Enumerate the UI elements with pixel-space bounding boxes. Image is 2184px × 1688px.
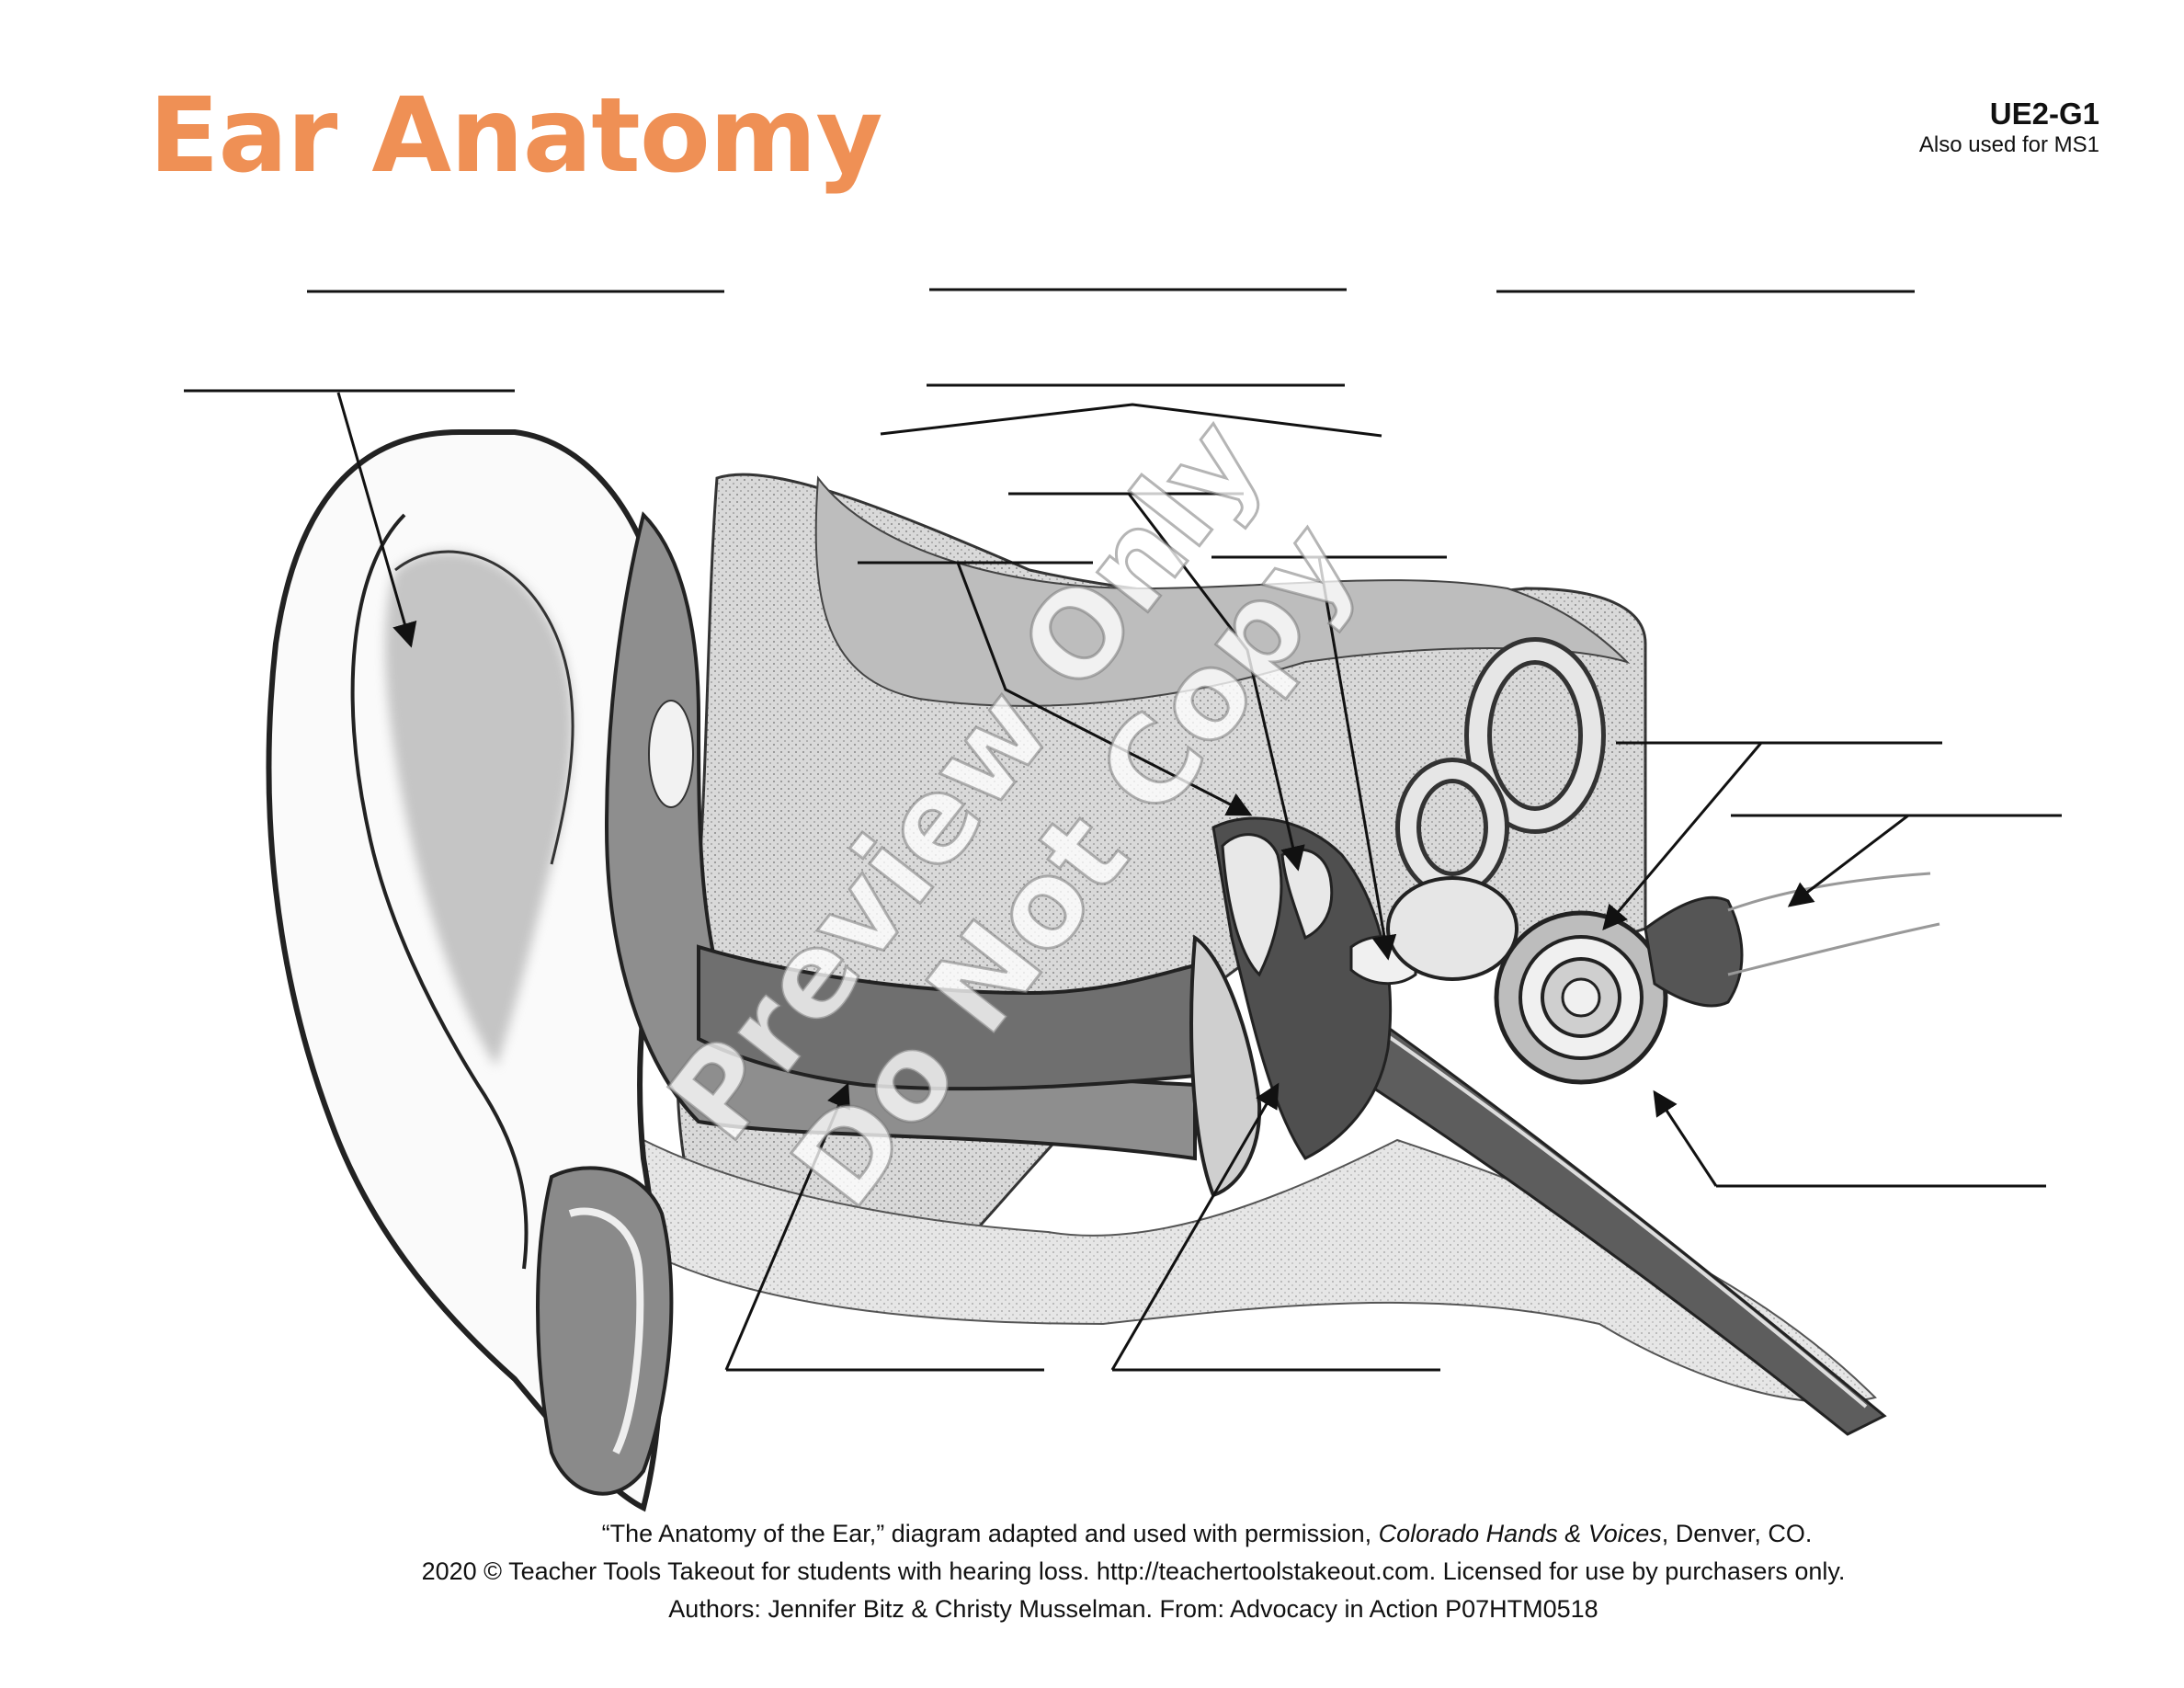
arrow-eardrum [1110, 1082, 1280, 1371]
arrow-stapes [1317, 556, 1397, 961]
upper-bone [814, 475, 1631, 707]
label-lines [184, 288, 2062, 1372]
canal-cartilage [604, 511, 1197, 1161]
auditory-nerve [1644, 895, 1744, 1008]
arrow-nerve [1787, 814, 1909, 907]
credit-line-1: “The Anatomy of the Ear,” diagram adapte… [0, 1515, 2184, 1553]
eustachian-tube [1267, 953, 1887, 1436]
incus [1280, 848, 1334, 941]
worksheet-code: UE2-G1 Also used for MS1 [1919, 96, 2099, 158]
arrow-cochlea [1602, 742, 1763, 931]
pointer-arrows [336, 392, 1909, 1371]
credit-line-3: Authors: Jennifer Bitz & Christy Musselm… [668, 1595, 1598, 1623]
credit-location: , Denver, CO. [1661, 1520, 1813, 1547]
page-title: Ear Anatomy [149, 76, 882, 196]
middle-ear-bracket [880, 403, 1382, 438]
concha-shadow [385, 552, 574, 1066]
credit-text: “The Anatomy of the Ear,” diagram adapte… [601, 1520, 1379, 1547]
cochlea [1494, 910, 1668, 1085]
worksheet-id: UE2-G1 [1989, 97, 2099, 131]
credit-line-2: 2020 © Teacher Tools Takeout for student… [421, 1557, 1846, 1585]
helix-fold [350, 513, 529, 1270]
arrow-canal [724, 1082, 850, 1371]
ear-illustration [266, 429, 1940, 1512]
arrow-anvil [956, 562, 1253, 816]
credits: “The Anatomy of the Ear,” diagram adapte… [0, 1515, 2184, 1628]
arrow-pinna [336, 392, 417, 648]
arrow-malleus [1127, 493, 1305, 872]
worksheet-note: Also used for MS1 [1918, 132, 2099, 157]
malleus [1221, 833, 1283, 977]
arrow-eustachian [1653, 1089, 1718, 1187]
eardrum [1189, 934, 1262, 1198]
vestibule [1386, 876, 1519, 981]
credit-source: Colorado Hands & Voices [1378, 1520, 1662, 1547]
